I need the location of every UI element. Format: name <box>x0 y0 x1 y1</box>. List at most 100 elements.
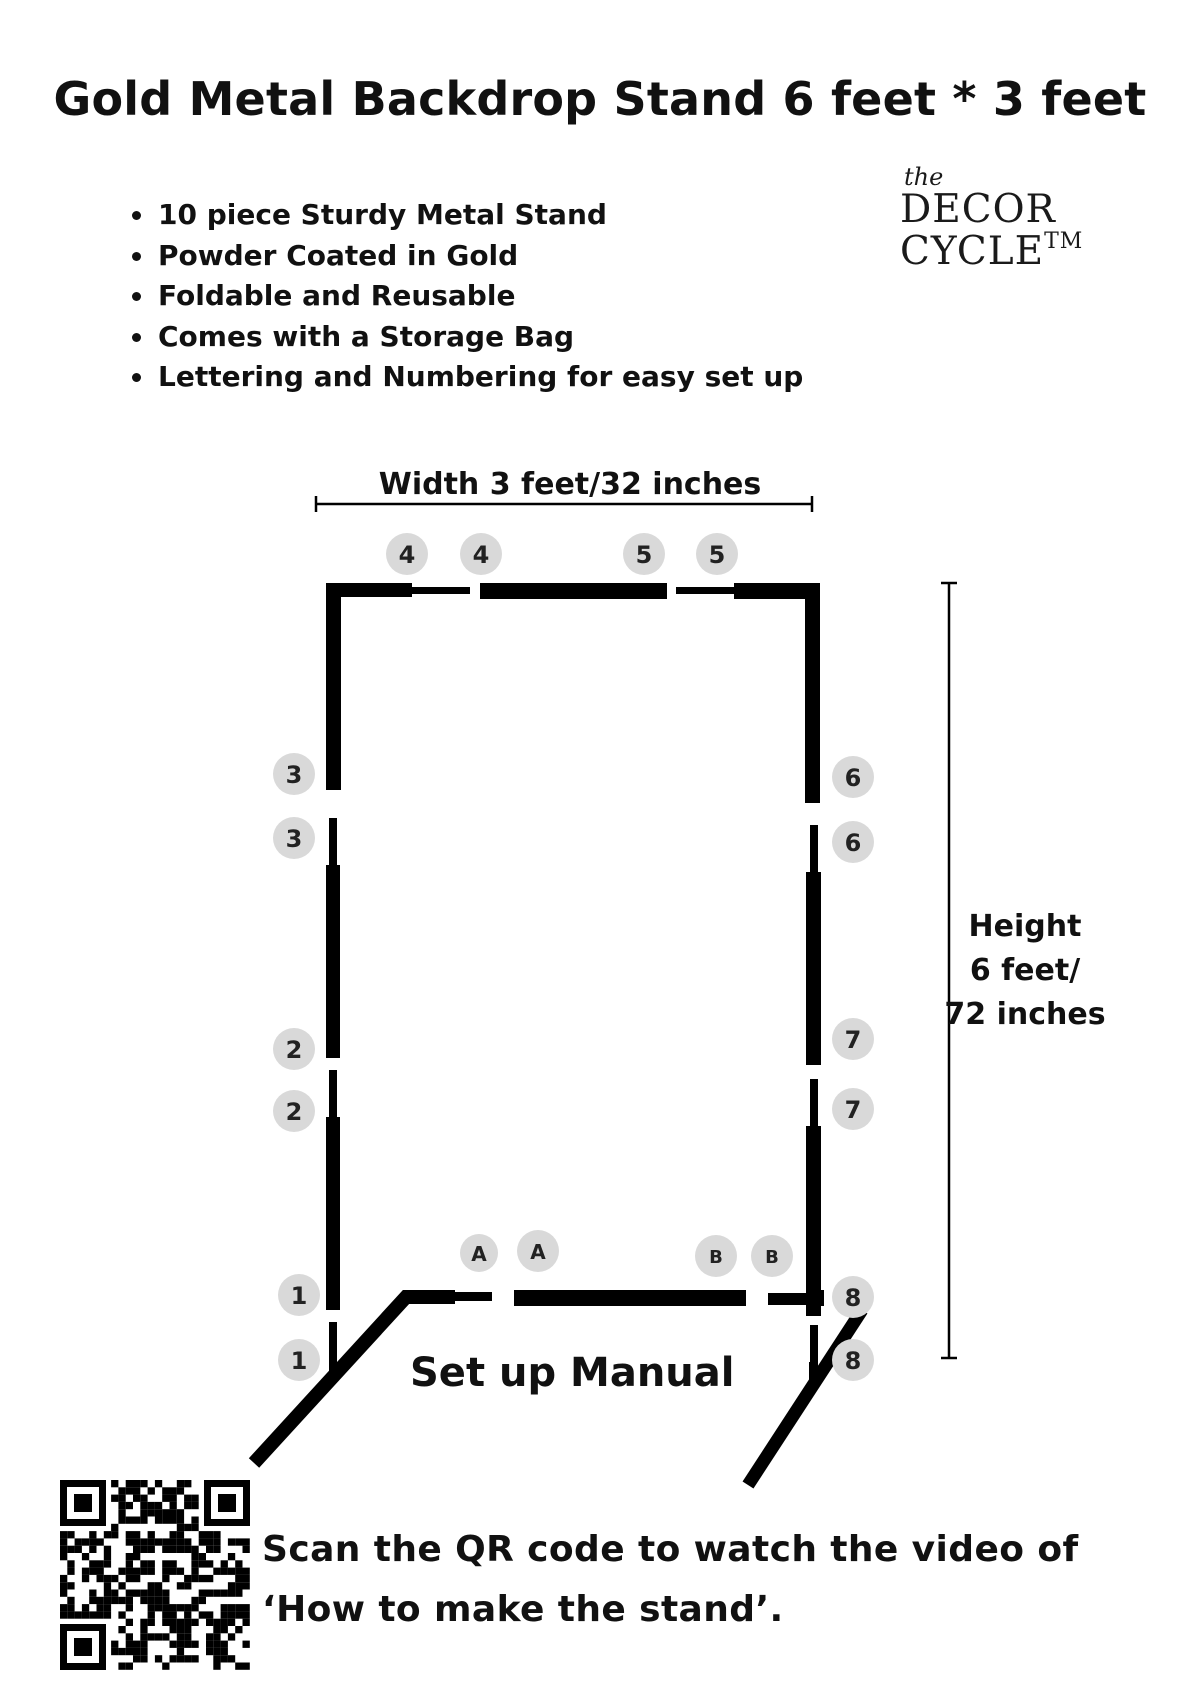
qr-module <box>111 1480 119 1488</box>
qr-module <box>206 1618 214 1626</box>
qr-module <box>213 1531 221 1539</box>
frame-piece-top-right-corner <box>805 583 820 803</box>
qr-module <box>89 1611 97 1619</box>
qr-module <box>147 1611 155 1619</box>
qr-module <box>206 1545 214 1553</box>
qr-module <box>81 1553 90 1561</box>
qr-module <box>169 1560 177 1568</box>
qr-module <box>89 1589 97 1597</box>
qr-module <box>96 1567 104 1575</box>
qr-module <box>118 1626 126 1634</box>
qr-module <box>81 1567 90 1575</box>
qr-module <box>147 1531 155 1539</box>
badge-label: A <box>530 1240 546 1264</box>
qr-module <box>162 1560 170 1568</box>
qr-module <box>235 1626 243 1634</box>
qr-module <box>140 1640 148 1648</box>
qr-module <box>184 1626 192 1634</box>
qr-module <box>184 1501 192 1510</box>
qr-module <box>154 1604 163 1612</box>
badge-right-6b: 6 <box>832 821 874 863</box>
qr-module <box>67 1582 75 1590</box>
qr-module <box>191 1553 199 1561</box>
qr-module <box>169 1618 177 1626</box>
qr-module <box>169 1531 177 1539</box>
qr-module <box>162 1494 170 1502</box>
qr-module <box>74 1611 82 1619</box>
badge-label: B <box>709 1247 723 1268</box>
qr-module <box>67 1560 75 1568</box>
qr-module <box>125 1516 133 1524</box>
qr-module <box>213 1538 221 1546</box>
frame-piece-top-left-corner <box>326 583 412 597</box>
qr-code-icon[interactable] <box>60 1480 250 1670</box>
qr-module <box>125 1487 133 1495</box>
height-label-line: 72 inches <box>944 997 1106 1032</box>
qr-module <box>227 1567 236 1575</box>
qr-module <box>125 1553 133 1561</box>
qr-module <box>154 1596 163 1605</box>
qr-module <box>154 1538 163 1546</box>
badge-top-5b: 5 <box>696 533 738 575</box>
qr-module <box>154 1582 163 1590</box>
qr-module <box>169 1626 177 1634</box>
height-label-line: Height <box>968 909 1082 944</box>
qr-module <box>140 1633 148 1641</box>
qr-module <box>154 1509 163 1517</box>
qr-module <box>140 1494 148 1502</box>
qr-module <box>176 1626 185 1634</box>
badge-left-3a: 3 <box>273 753 315 795</box>
qr-module <box>96 1560 104 1568</box>
qr-module <box>242 1545 250 1553</box>
qr-module <box>60 1611 68 1619</box>
qr-module <box>176 1647 185 1656</box>
qr-module <box>213 1626 221 1634</box>
qr-module <box>133 1531 141 1539</box>
width-dimension: Width 3 feet/32 inches <box>314 467 814 512</box>
badge-left-1a: 1 <box>278 1274 320 1316</box>
qr-module <box>140 1509 148 1517</box>
qr-module <box>184 1655 192 1663</box>
badge-bottom-b1: B <box>695 1235 737 1277</box>
feature-list: 10 piece Sturdy Metal Stand Powder Coate… <box>130 195 803 398</box>
qr-module <box>140 1567 148 1575</box>
qr-module <box>81 1538 90 1546</box>
qr-module <box>184 1545 192 1553</box>
badge-label: 4 <box>399 541 416 569</box>
qr-module <box>140 1626 148 1634</box>
qr-module <box>111 1574 119 1583</box>
qr-module <box>111 1647 119 1656</box>
frame-piece-left-upper <box>326 865 340 1058</box>
qr-module <box>235 1589 243 1597</box>
qr-module <box>162 1611 170 1619</box>
qr-module <box>242 1618 250 1626</box>
qr-module <box>220 1589 228 1597</box>
page-title: Gold Metal Backdrop Stand 6 feet * 3 fee… <box>53 72 1147 126</box>
badge-right-7a: 7 <box>832 1018 874 1060</box>
qr-module <box>89 1596 97 1605</box>
qr-module <box>125 1574 133 1583</box>
qr-module <box>213 1640 221 1648</box>
qr-module <box>147 1604 155 1612</box>
qr-module <box>103 1611 112 1619</box>
qr-module <box>162 1633 170 1641</box>
qr-module <box>147 1567 155 1575</box>
qr-module <box>184 1618 192 1626</box>
feature-item: Powder Coated in Gold <box>130 236 803 277</box>
qr-module <box>147 1633 155 1641</box>
qr-module <box>154 1516 163 1524</box>
qr-module <box>176 1531 185 1539</box>
qr-module <box>220 1611 228 1619</box>
qr-module <box>213 1633 221 1641</box>
qr-module <box>133 1538 141 1546</box>
qr-module <box>235 1560 243 1568</box>
qr-module <box>242 1574 250 1583</box>
stand-legs <box>248 1290 868 1489</box>
logo-line-decor: DECOR <box>900 187 1056 232</box>
qr-module <box>147 1618 155 1626</box>
qr-module <box>191 1494 199 1502</box>
qr-module <box>198 1538 206 1546</box>
badge-right-6a: 6 <box>832 756 874 798</box>
qr-module <box>184 1523 192 1532</box>
qr-module <box>103 1604 112 1612</box>
